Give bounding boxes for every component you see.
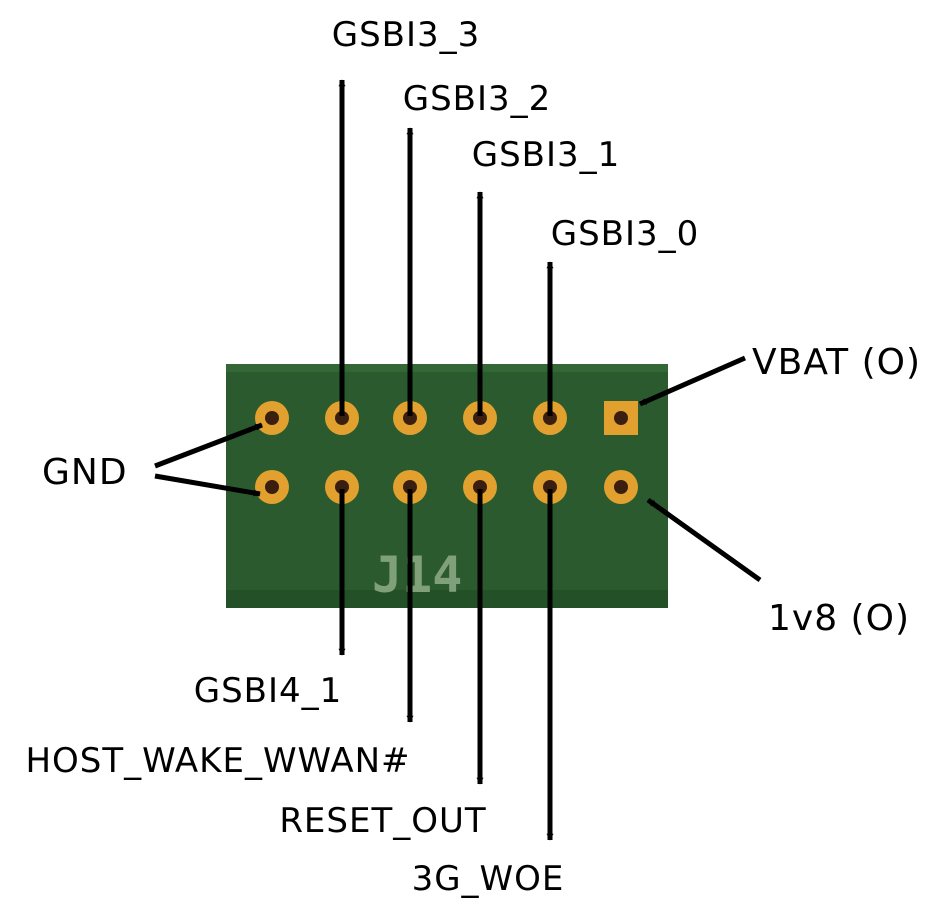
pad-vbat-square [604,401,638,435]
label-gnd: GND [42,452,128,493]
label-host-wake-wwan: HOST_WAKE_WWAN# [25,741,410,781]
arrow-gnd-bottom [154,473,261,497]
pad-gsbi3-1 [463,401,497,435]
label-gsbi3-3: GSBI3_3 [332,15,481,55]
pad-3g-woe [533,470,567,504]
pad-row-bottom [255,470,638,504]
connector-board [226,364,668,608]
pad-gnd-top [255,401,289,435]
pad-1v8 [604,470,638,504]
label-gsbi3-2: GSBI3_2 [403,79,552,119]
label-vbat: VBAT (O) [752,342,921,383]
label-3g-woe: 3G_WOE [412,859,565,899]
pad-gsbi4-1 [325,470,359,504]
pad-host-wake [393,470,427,504]
pad-gsbi3-2 [393,401,427,435]
label-reset-out: RESET_OUT [279,801,486,841]
pad-reset-out [463,470,497,504]
label-gsbi4-1: GSBI4_1 [194,671,343,711]
silkscreen-label: J14 [372,546,462,604]
arrow-vbat [638,355,747,407]
pad-gsbi3-3 [325,401,359,435]
arrow-gnd-top [154,422,263,469]
arrow-1v8 [646,497,762,583]
pad-gsbi3-0 [533,401,567,435]
pad-gnd-bottom [255,470,289,504]
label-gsbi3-1: GSBI3_1 [472,135,621,175]
label-gsbi3-0: GSBI3_0 [551,214,700,254]
pad-row-top [255,401,638,435]
label-1v8: 1v8 (O) [768,598,910,639]
